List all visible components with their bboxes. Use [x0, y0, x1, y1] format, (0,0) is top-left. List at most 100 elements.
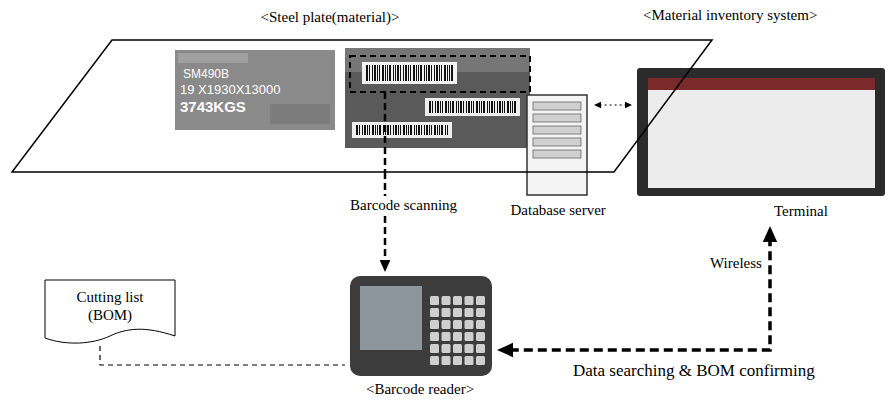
document-shape: Cutting list (BOM) [45, 280, 175, 346]
barcode-bar [416, 125, 417, 135]
barcode-bar [487, 101, 488, 113]
annotation-label: Wireless [710, 254, 762, 272]
reader-key [465, 332, 474, 341]
barcode-bar [499, 101, 501, 113]
barcode-bar [435, 101, 436, 113]
barcode-bar [398, 125, 399, 135]
barcode-bar [377, 65, 378, 81]
reader-key [442, 332, 451, 341]
edge-label: Data searching & BOM confirming [571, 362, 817, 380]
barcode-bar [456, 101, 457, 113]
server-bays [533, 102, 581, 158]
server-bay [533, 102, 581, 110]
barcode-sticker [352, 122, 452, 138]
barcode-bar [395, 65, 396, 81]
reader-key [453, 344, 462, 353]
barcode-bar [510, 101, 511, 113]
barcode-bar [408, 65, 409, 81]
connector [100, 346, 345, 365]
connector-line [510, 239, 770, 350]
barcode-bar [466, 101, 467, 113]
barcode-bar [437, 101, 439, 113]
server-bay [533, 150, 581, 158]
barcode-bar [372, 65, 373, 81]
barcode-bar [418, 65, 419, 81]
node-label: Terminal [774, 202, 828, 220]
barcode-bar [452, 101, 454, 113]
barcode-bar [439, 125, 440, 135]
reader-key [430, 356, 439, 365]
barcode-bar [393, 65, 394, 81]
barcode-bar [390, 125, 391, 135]
reader-key [476, 344, 485, 353]
barcode-bar [387, 125, 389, 135]
plate-marking: 19 X1930X13000 [180, 83, 280, 96]
barcode-bar [377, 125, 378, 135]
reader-key [430, 308, 439, 317]
reader-key [465, 308, 474, 317]
connector [380, 172, 391, 272]
barcode-bar [476, 101, 478, 113]
barcode-bar [403, 125, 405, 135]
barcode-bar [413, 65, 415, 81]
connector-line [100, 346, 345, 365]
barcode-bar [437, 125, 438, 135]
plate-marking: SM490B [183, 68, 229, 80]
arrow-head [625, 102, 632, 108]
node-label: <Steel plate(material)> [261, 8, 400, 26]
barcode-bar [410, 65, 411, 81]
node-label: <Barcode reader> [366, 380, 474, 398]
barcode-bar [369, 65, 370, 81]
barcode-bar [397, 65, 399, 81]
barcode-bar [382, 65, 384, 81]
monitor-icon [637, 68, 885, 196]
reader-key [465, 344, 474, 353]
barcode-bar [416, 65, 417, 81]
barcode-bar [418, 125, 420, 135]
reader-key [453, 356, 462, 365]
steel-plate: <Steel plate(material)> [12, 40, 712, 172]
barcode-bar [439, 65, 440, 81]
barcode-bar [514, 101, 516, 113]
device-node: <Barcode reader> [345, 274, 495, 376]
server-bay [533, 126, 581, 134]
reader-key [442, 296, 451, 305]
reader-key [442, 356, 451, 365]
barcode-bars [356, 65, 516, 135]
barcode-bar [468, 101, 470, 113]
barcode-bar [364, 125, 366, 135]
reader-keypad [430, 296, 485, 365]
node-label: Database server [511, 201, 606, 219]
document-outline [45, 280, 175, 343]
barcode-bar [379, 65, 380, 81]
barcode-bar [489, 101, 490, 113]
barcode-bar [400, 125, 401, 135]
barcode-bar [375, 125, 376, 135]
barcode-bar [447, 125, 448, 135]
barcode-bar [432, 101, 433, 113]
connector [594, 102, 632, 108]
barcode-bar [450, 101, 451, 113]
barcode-bar [440, 101, 441, 113]
barcode-bar [421, 125, 422, 135]
barcode-bar [494, 101, 495, 113]
barcode-bar [387, 65, 388, 81]
marking-photo [270, 104, 330, 124]
connector [497, 226, 777, 357]
marking-photo [178, 53, 248, 63]
barcode-bar [441, 65, 442, 81]
node-outline [12, 40, 712, 172]
barcode-bar [429, 101, 431, 113]
reader-key [442, 320, 451, 329]
barcode-bar [426, 125, 428, 135]
barcode-bar [369, 125, 370, 135]
arrow-head [380, 260, 391, 272]
reader-key [453, 320, 462, 329]
barcode-bar [400, 65, 401, 81]
barcode-photo [345, 48, 530, 148]
edge-label: Barcode scanning [348, 196, 459, 214]
reader-key [476, 332, 485, 341]
reader-key [430, 296, 439, 305]
barcode-bar [473, 101, 474, 113]
barcode-bar [379, 125, 381, 135]
